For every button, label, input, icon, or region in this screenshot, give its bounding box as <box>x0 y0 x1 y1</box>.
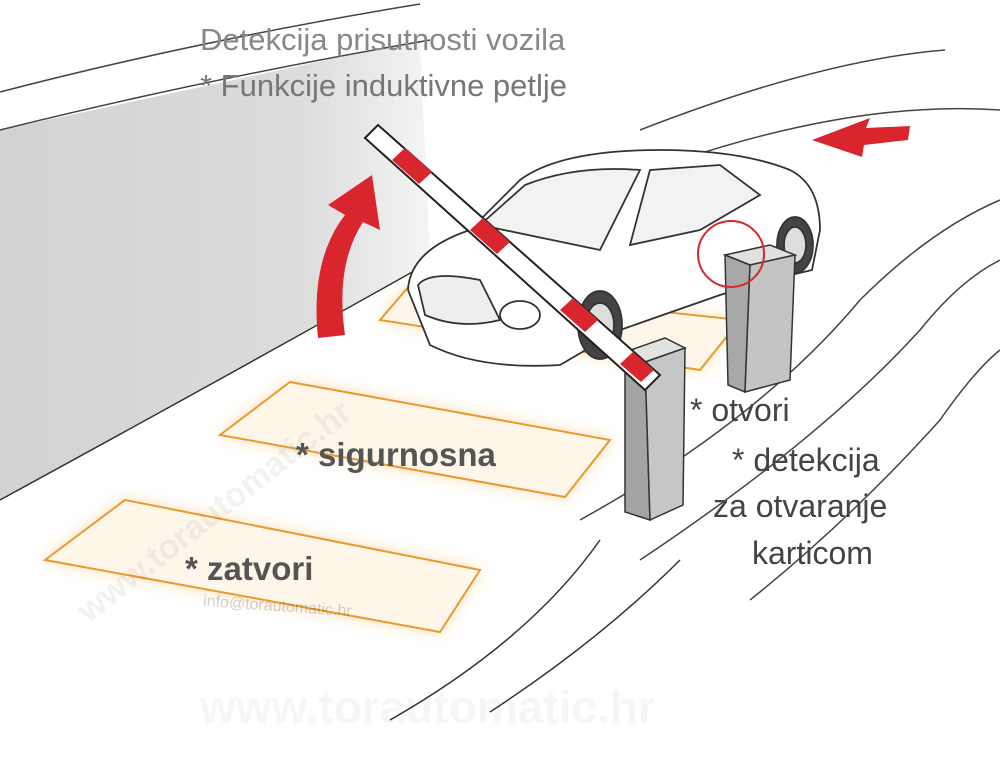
title-line-2: * Funkcije induktivne petlje <box>200 68 568 103</box>
barrier-arm <box>363 123 662 392</box>
card-label-line-3: karticom <box>752 535 873 571</box>
loop-safety <box>217 380 612 499</box>
road-line <box>679 107 1000 161</box>
card-label-line-1: * detekcija <box>732 442 880 478</box>
road-line <box>749 349 1000 601</box>
road-line <box>639 259 1000 561</box>
watermark-bottom: www.torautomatic.hr <box>200 680 656 734</box>
road-line <box>0 39 431 131</box>
arrow-up-icon <box>316 175 380 338</box>
close-loop-label: * zatvori <box>185 550 314 587</box>
road-line <box>639 49 946 131</box>
safety-loop-label: * sigurnosna <box>296 436 496 473</box>
card-reader-highlight <box>697 220 765 288</box>
road-line <box>389 539 601 721</box>
road-line <box>0 3 421 93</box>
road-line <box>489 559 681 713</box>
card-label-line-2: za otvaranje <box>713 488 888 524</box>
card-reader-post <box>722 244 798 394</box>
title-line-1: Detekcija prisutnosti vozila <box>200 22 566 57</box>
car <box>407 149 821 367</box>
open-loop-label: * otvori <box>690 392 790 428</box>
arrow-left-icon <box>812 118 910 157</box>
road-edge-line <box>0 261 431 501</box>
loop-close <box>42 498 482 634</box>
barrier-pillar <box>623 337 687 522</box>
wall <box>0 40 430 500</box>
